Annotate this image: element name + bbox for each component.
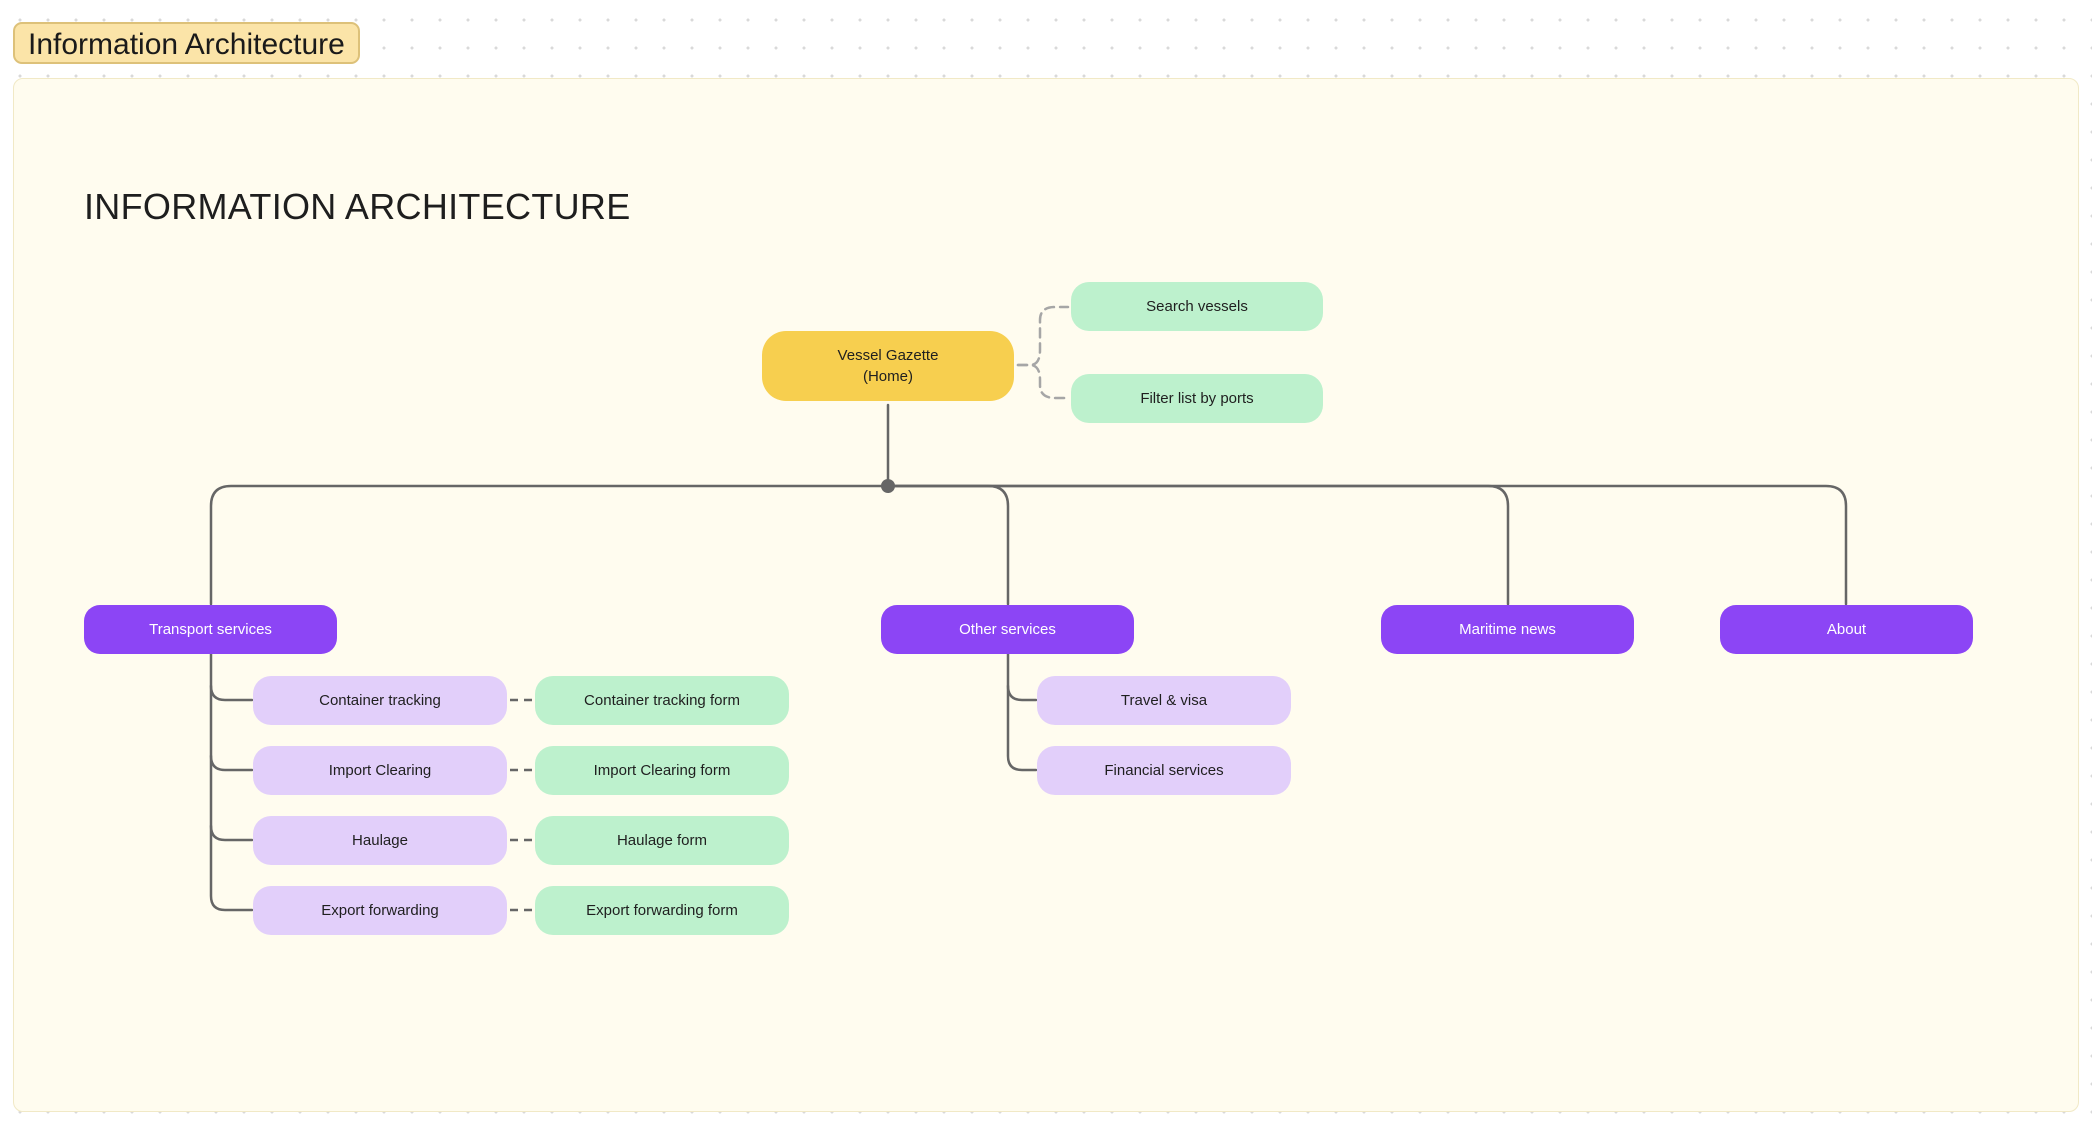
home-node[interactable]: Vessel Gazette (Home) [762, 331, 1014, 401]
information-architecture-frame [13, 78, 2079, 1112]
connector-to-transport-services [209, 484, 890, 606]
dashed-link-search-vessels [1016, 305, 1070, 367]
travel-visa-node[interactable]: Travel & visa [1037, 676, 1291, 725]
maritime-news-node[interactable]: Maritime news [1381, 605, 1634, 654]
connector-to-maritime-news [886, 484, 1510, 606]
junction-dot [881, 479, 895, 493]
filter-ports-node[interactable]: Filter list by ports [1071, 374, 1323, 423]
home-node-subtitle: (Home) [862, 368, 913, 385]
connector-other-financial-services [1006, 684, 1038, 772]
haulage-form-node[interactable]: Haulage form [535, 816, 789, 865]
other-services-node[interactable]: Other services [881, 605, 1134, 654]
page-title: INFORMATION ARCHITECTURE [84, 186, 631, 227]
connector-to-other-services [886, 484, 1010, 606]
container-tracking-form-node[interactable]: Container tracking form [535, 676, 789, 725]
connector-transport-container-tracking [209, 652, 254, 702]
connector-other-travel-visa [1006, 652, 1038, 702]
home-node-title: Vessel Gazette [837, 347, 939, 364]
dashed-link-filter-ports [1016, 363, 1070, 400]
haulage-node[interactable]: Haulage [253, 816, 507, 865]
container-tracking-node[interactable]: Container tracking [253, 676, 507, 725]
connector-to-about [886, 484, 1848, 606]
financial-services-node[interactable]: Financial services [1037, 746, 1291, 795]
import-clearing-node[interactable]: Import Clearing [253, 746, 507, 795]
import-clearing-form-node[interactable]: Import Clearing form [535, 746, 789, 795]
export-forwarding-form-node[interactable]: Export forwarding form [535, 886, 789, 935]
connector-transport-export-forwarding [209, 824, 254, 912]
export-forwarding-node[interactable]: Export forwarding [253, 886, 507, 935]
transport-services-node[interactable]: Transport services [84, 605, 337, 654]
search-vessels-node[interactable]: Search vessels [1071, 282, 1323, 331]
about-node[interactable]: About [1720, 605, 1973, 654]
frame-title-tag[interactable]: Information Architecture [13, 22, 360, 64]
